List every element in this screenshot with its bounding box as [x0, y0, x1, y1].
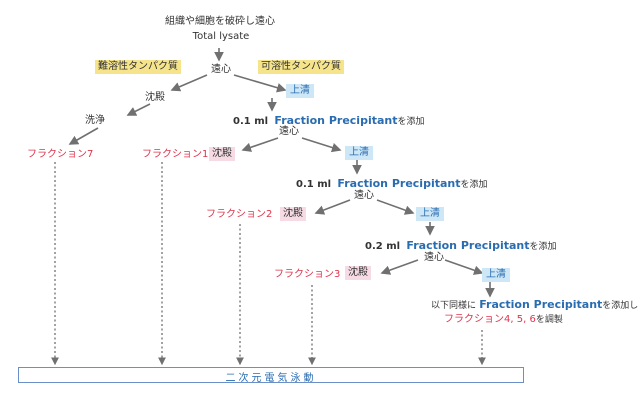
centrifuge-4: 遠心: [424, 252, 444, 263]
arrow-to-fr3: [380, 259, 419, 275]
amount-1: 0.1 ml: [233, 116, 269, 127]
centrifuge-1: 遠心: [211, 64, 231, 75]
reagent-1: Fraction Precipitant: [274, 114, 398, 127]
arrow-to-precip-1: [170, 74, 208, 92]
reagent-3: Fraction Precipitant: [406, 239, 530, 252]
arrow-to-super-3: [376, 199, 415, 215]
supernatant-2: 上清: [345, 146, 373, 160]
electrophoresis-box: 二次元電気泳動: [18, 367, 524, 384]
supernatant-4: 上清: [482, 268, 510, 282]
arrow-to-super-1: [233, 74, 287, 93]
reagent-4: Fraction Precipitant: [479, 298, 603, 311]
total-lysate: Total lysate: [192, 31, 250, 42]
supernatant-3: 上清: [416, 207, 444, 221]
precipitate-1: 沈殿: [145, 92, 165, 103]
insoluble-label: 難溶性タンパク質: [95, 60, 181, 74]
arrow-to-fr7: [68, 127, 99, 145]
fraction-456: フラクション4, 5, 6: [444, 314, 536, 325]
fraction-2: フラクション2: [206, 209, 273, 220]
electrophoresis-label: 二次元電気泳動: [225, 373, 317, 384]
arrow-to-fr2: [314, 199, 351, 215]
fraction-7: フラクション7: [27, 149, 94, 160]
precipitate-4: 沈殿: [345, 266, 371, 280]
addition-1: 0.1 ml Fraction Precipitantを添加: [233, 115, 425, 128]
add-text-1: を添加: [397, 117, 425, 127]
arrow-to-super-2: [301, 137, 342, 153]
prepare-text: を調製: [535, 315, 563, 325]
arrow-to-wash: [126, 103, 151, 116]
fraction-1: フラクション1: [142, 149, 209, 160]
prepare-step: フラクション4, 5, 6を調製: [444, 314, 563, 326]
amount-2: 0.1 ml: [296, 179, 332, 190]
centrifuge-2: 遠心: [279, 126, 299, 137]
fraction-3: フラクション3: [274, 269, 341, 280]
add-text-2: を添加: [460, 180, 488, 190]
precipitate-3: 沈殿: [280, 207, 306, 221]
arrow-to-super-4: [444, 259, 484, 275]
addition-3: 0.2 ml Fraction Precipitantを添加: [365, 240, 557, 253]
start-step: 組織や細胞を破砕し遠心: [165, 16, 275, 27]
reagent-2: Fraction Precipitant: [337, 177, 461, 190]
supernatant-1: 上清: [286, 84, 314, 98]
soluble-label: 可溶性タンパク質: [258, 60, 344, 74]
precipitate-2: 沈殿: [209, 147, 235, 161]
arrow-to-fr1: [241, 137, 279, 152]
repeat-prefix: 以下同様に: [431, 301, 477, 311]
amount-3: 0.2 ml: [365, 241, 401, 252]
add-repeat-text: を添加し: [602, 301, 639, 311]
repeat-step: 以下同様に Fraction Precipitantを添加し: [431, 299, 638, 312]
centrifuge-3: 遠心: [354, 190, 374, 201]
addition-2: 0.1 ml Fraction Precipitantを添加: [296, 178, 488, 191]
add-text-3: を添加: [529, 242, 557, 252]
wash-step: 洗浄: [85, 115, 105, 126]
